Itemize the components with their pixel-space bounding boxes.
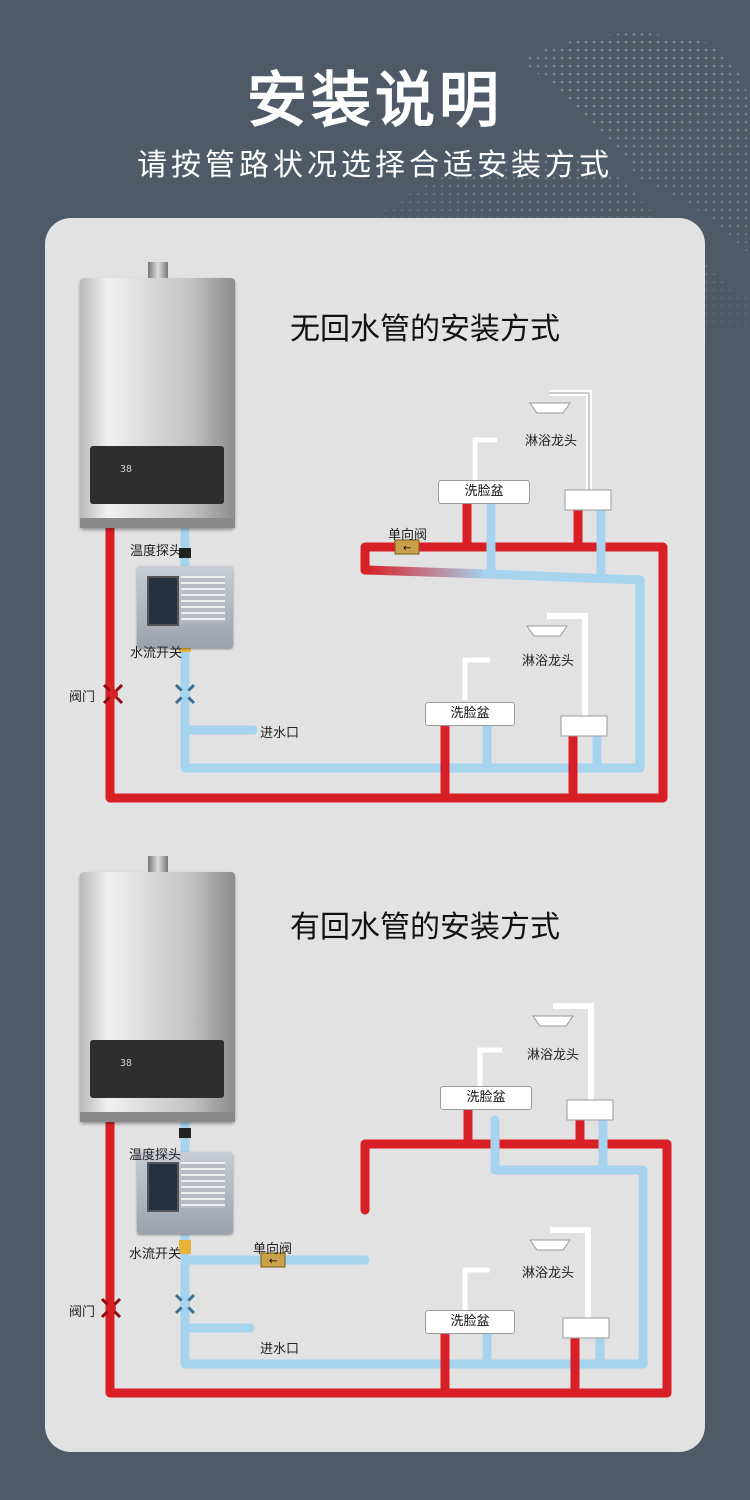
valve-label: 阀门 <box>69 1305 96 1320</box>
chimney <box>148 262 168 278</box>
cold-water-pipe <box>180 518 645 773</box>
valve-icon <box>102 683 124 705</box>
basin-label-bottom: 洗脸盆 <box>425 1310 515 1334</box>
shower-label-bottom: 淋浴龙头 <box>522 654 575 669</box>
basin-label-top: 洗脸盆 <box>438 480 530 504</box>
shower-label-top: 淋浴龙头 <box>525 434 578 449</box>
control-panel: 38 <box>90 1040 224 1098</box>
hot-water-pipe <box>105 520 668 803</box>
diagram-title: 有回水管的安装方式 <box>290 910 560 945</box>
water-heater: 38 <box>80 856 235 1122</box>
booster-controller <box>137 566 233 648</box>
cold-valve-icon <box>174 1293 196 1315</box>
shower-label-bottom: 淋浴龙头 <box>522 1266 575 1281</box>
valve-icon <box>100 1297 122 1319</box>
chimney <box>148 856 168 872</box>
booster-controller <box>137 1152 233 1234</box>
heater-display: 38 <box>120 1058 133 1069</box>
inlet-label: 进水口 <box>260 1342 300 1357</box>
shower-head-icon <box>532 1015 574 1027</box>
hot-water-pipe <box>105 1118 672 1398</box>
mixed-pipe <box>360 565 492 579</box>
check-valve-label: 单向阀 <box>253 1242 293 1257</box>
check-valve-icon <box>394 539 420 555</box>
control-panel: 38 <box>90 446 224 504</box>
svg-text:←: ← <box>269 1256 277 1267</box>
flow-switch-label: 水流开关 <box>130 646 183 661</box>
shower-label-top: 淋浴龙头 <box>527 1048 580 1063</box>
check-valve-icon <box>260 1252 286 1268</box>
diagram-title: 无回水管的安装方式 <box>290 312 560 347</box>
diagram-no-return-pipe: ← 38 无回水管的安装方式 洗脸盆 洗脸盆 淋浴龙头 淋浴龙头 温度探头 水流… <box>45 218 705 818</box>
check-valve-label: 单向阀 <box>388 528 428 543</box>
diagram-with-return-pipe: ← 38 有回水管的安装方式 洗脸盆 洗脸盆 淋浴龙头 淋浴龙头 温度探头 水流… <box>45 818 705 1418</box>
heater-display: 38 <box>120 464 133 475</box>
shower-head-icon <box>529 402 571 414</box>
water-heater: 38 <box>80 262 235 528</box>
cold-valve-icon <box>174 683 196 705</box>
basin-label-top: 洗脸盆 <box>440 1086 532 1110</box>
flow-switch-label: 水流开关 <box>129 1247 182 1262</box>
valve-label: 阀门 <box>69 690 96 705</box>
svg-text:←: ← <box>403 543 411 554</box>
temp-probe-label: 温度探头 <box>129 1148 182 1163</box>
pipe-network: ← <box>100 1003 672 1398</box>
page-title: 安装说明 <box>247 66 503 136</box>
page-subtitle: 请按管路状况选择合适安装方式 <box>137 148 613 183</box>
basin-label-bottom: 洗脸盆 <box>425 702 515 726</box>
inlet-label: 进水口 <box>260 726 300 741</box>
pipe-network: ← <box>102 390 668 803</box>
temp-probe-label: 温度探头 <box>130 544 183 559</box>
installation-card: ← 38 无回水管的安装方式 洗脸盆 洗脸盆 淋浴龙头 淋浴龙头 温度探头 水流… <box>45 218 705 1452</box>
